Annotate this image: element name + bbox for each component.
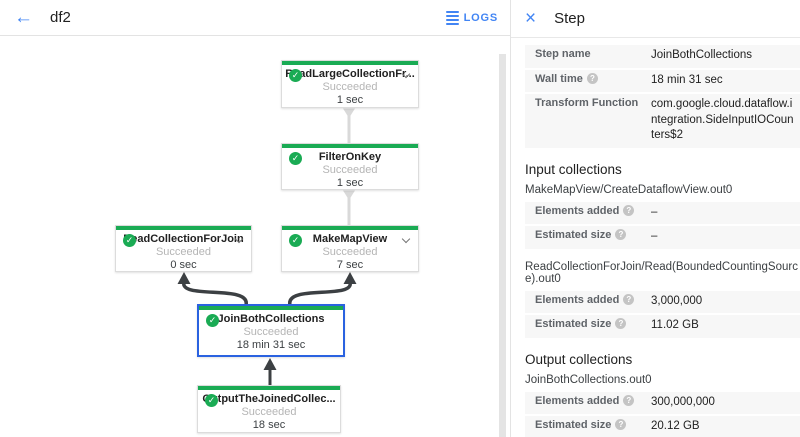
- panel-title: Step: [554, 10, 585, 27]
- success-check-icon: ✓: [123, 234, 136, 247]
- property-label: Wall time: [535, 72, 583, 85]
- success-check-icon: ✓: [289, 234, 302, 247]
- help-icon[interactable]: ?: [615, 318, 627, 330]
- node-status: Succeeded: [241, 406, 297, 418]
- property-value: 18 min 31 sec: [651, 73, 723, 86]
- node-time: 0 sec: [170, 259, 197, 271]
- chevron-down-icon[interactable]: [403, 71, 410, 78]
- step-panel-body: Step name JoinBothCollections Wall time?…: [511, 38, 800, 437]
- output-collection-name: JoinBothCollections.out0: [525, 373, 652, 386]
- node-status: Succeeded: [243, 326, 299, 338]
- metric-row-estimated-size: Estimated size? 20.12 GB: [525, 416, 800, 437]
- node-status: Succeeded: [155, 246, 212, 258]
- graph-vertical-scrollbar[interactable]: [499, 54, 506, 437]
- input-collections-heading: Input collections: [525, 161, 622, 177]
- graph-node-joinbothcollections[interactable]: ✓ JoinBothCollections Succeeded 18 min 3…: [197, 304, 345, 357]
- metric-label: Estimated size: [535, 318, 612, 331]
- help-icon[interactable]: ?: [615, 419, 627, 431]
- step-details-panel: × Step Step name JoinBothCollections Wal…: [510, 0, 800, 437]
- job-toolbar: ← df2 LOGS: [0, 0, 510, 36]
- metric-label: Elements added: [535, 204, 620, 217]
- node-title: MakeMapView: [312, 233, 388, 245]
- graph-node-readcollectionforjoin[interactable]: ✓ ReadCollectionForJoin Succeeded 0 sec: [115, 225, 252, 272]
- property-label: Step name: [535, 48, 591, 60]
- help-icon[interactable]: ?: [623, 394, 635, 406]
- node-status-strip: [282, 226, 418, 230]
- node-status-strip: [282, 144, 418, 148]
- close-icon[interactable]: ×: [525, 8, 537, 29]
- metric-value: –: [651, 230, 658, 243]
- property-value: com.google.cloud.dataflow.integration.Si…: [651, 98, 794, 142]
- node-time: 1 sec: [336, 177, 364, 189]
- metric-row-elements-added: Elements added? 3,000,000: [525, 290, 800, 314]
- output-collections-heading: Output collections: [525, 351, 633, 367]
- metric-row-elements-added: Elements added? –: [525, 201, 800, 225]
- node-title: JoinBothCollections: [217, 313, 325, 325]
- node-status: Succeeded: [322, 81, 378, 93]
- metric-value: 20.12 GB: [651, 420, 700, 433]
- node-time: 7 sec: [336, 259, 364, 271]
- node-time: 18 min 31 sec: [236, 339, 306, 351]
- metric-value: 3,000,000: [651, 294, 703, 307]
- success-check-icon: ✓: [205, 394, 218, 407]
- graph-edges: [177, 108, 357, 385]
- step-panel-header: × Step: [511, 0, 800, 38]
- back-arrow-icon[interactable]: ←: [14, 7, 33, 28]
- metric-row-estimated-size: Estimated size? –: [525, 226, 800, 249]
- metric-row-elements-added: Elements added? 300,000,000: [525, 391, 800, 415]
- chevron-down-icon[interactable]: [236, 236, 243, 243]
- metric-value: –: [651, 205, 658, 218]
- success-check-icon: ✓: [206, 314, 219, 327]
- logs-button-label: LOGS: [463, 11, 498, 24]
- node-status-strip: [282, 61, 418, 65]
- metric-label: Elements added: [535, 293, 620, 306]
- success-check-icon: ✓: [289, 69, 302, 82]
- pipeline-graph-canvas[interactable]: ✓ ReadLargeCollectionFr... Succeeded 1 s…: [0, 36, 510, 437]
- help-icon[interactable]: ?: [615, 229, 627, 241]
- node-title: OutputTheJoinedCollec...: [202, 393, 336, 405]
- help-icon[interactable]: ?: [623, 204, 635, 216]
- node-status-strip: [199, 306, 343, 310]
- graph-node-readlargecollection[interactable]: ✓ ReadLargeCollectionFr... Succeeded 1 s…: [281, 60, 419, 108]
- help-icon[interactable]: ?: [586, 72, 598, 84]
- metric-label: Estimated size: [535, 229, 612, 242]
- property-row-wall-time: Wall time? 18 min 31 sec: [525, 69, 800, 93]
- metric-value: 11.02 GB: [651, 319, 699, 332]
- node-status-strip: [116, 226, 251, 230]
- property-row-step-name: Step name JoinBothCollections: [525, 45, 800, 68]
- logs-list-icon: [445, 9, 459, 27]
- node-time: 18 sec: [252, 419, 286, 431]
- property-label: Transform Function: [535, 97, 639, 110]
- metric-label: Elements added: [535, 394, 620, 407]
- job-title: df2: [50, 9, 71, 26]
- help-icon[interactable]: ?: [623, 293, 635, 305]
- logs-button[interactable]: LOGS: [445, 9, 498, 27]
- node-status-strip: [198, 386, 340, 390]
- metric-row-estimated-size: Estimated size? 11.02 GB: [525, 315, 800, 338]
- graph-node-outputthejoined[interactable]: ✓ OutputTheJoinedCollec... Succeeded 18 …: [197, 385, 341, 433]
- node-title: ReadCollectionForJoin: [123, 233, 244, 245]
- metric-label: Estimated size: [535, 419, 612, 432]
- node-title: ReadLargeCollectionFr...: [285, 68, 415, 80]
- graph-node-makemapview[interactable]: ✓ MakeMapView Succeeded 7 sec: [281, 225, 419, 272]
- graph-node-filteronkey[interactable]: ✓ FilterOnKey Succeeded 1 sec: [281, 143, 419, 190]
- metric-value: 300,000,000: [651, 395, 715, 408]
- graph-panel: ← df2 LOGS: [0, 0, 510, 437]
- success-check-icon: ✓: [289, 152, 302, 165]
- node-status: Succeeded: [322, 246, 378, 258]
- input-collection-name: ReadCollectionForJoin/Read(BoundedCounti…: [525, 260, 798, 285]
- node-status: Succeeded: [322, 164, 378, 176]
- node-title: FilterOnKey: [318, 151, 382, 163]
- input-collection-name: MakeMapView/CreateDataflowView.out0: [525, 183, 733, 196]
- node-time: 1 sec: [336, 94, 364, 106]
- property-value: JoinBothCollections: [651, 49, 753, 61]
- property-row-transform-function: Transform Function com.google.cloud.data…: [525, 94, 800, 148]
- chevron-down-icon[interactable]: [403, 236, 410, 243]
